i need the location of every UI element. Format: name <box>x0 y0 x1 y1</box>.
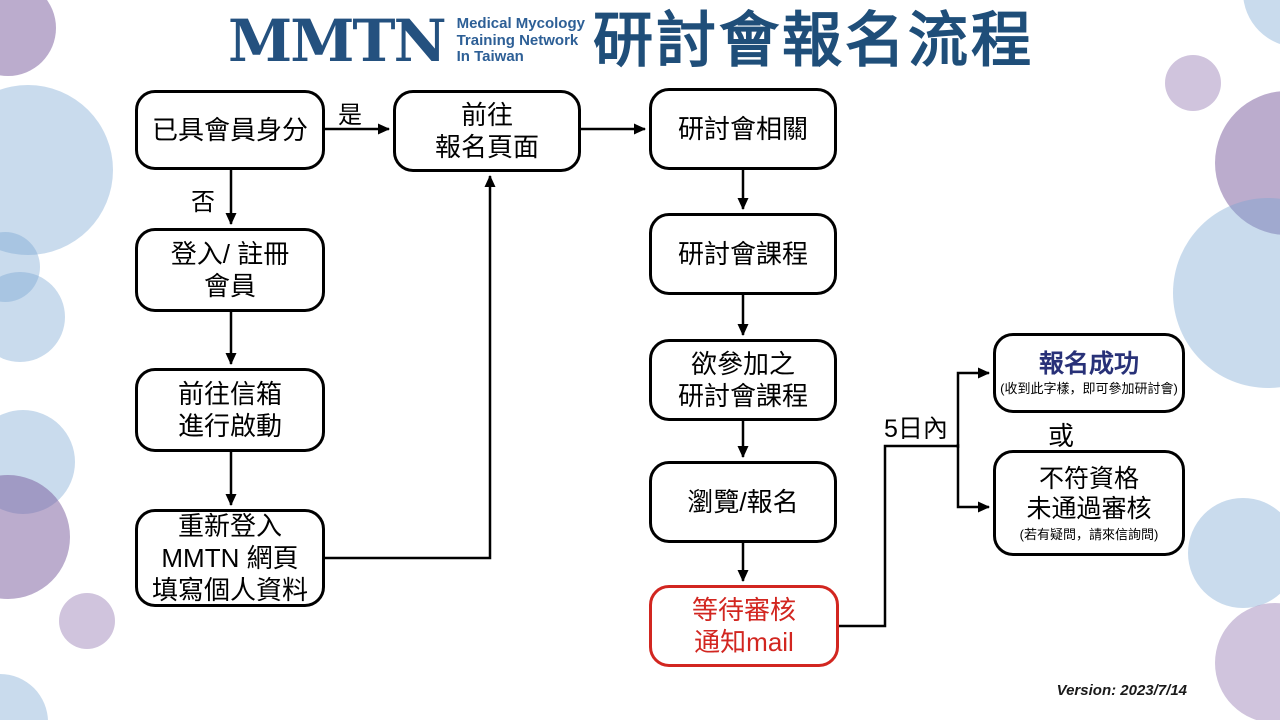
node-relogin-fill: 重新登入 MMTN 網頁 填寫個人資料 <box>135 509 325 607</box>
node-login-register-label: 登入/ 註冊 會員 <box>170 239 290 301</box>
node-login-register: 登入/ 註冊 會員 <box>135 228 325 312</box>
arrow-junction-to-success <box>956 367 990 448</box>
arrow-junction-to-fail <box>956 444 990 513</box>
node-wait-review: 等待審核 通知mail <box>649 585 839 667</box>
node-browse-register: 瀏覽/報名 <box>649 461 837 543</box>
page-title: 研討會報名流程 <box>593 7 1034 74</box>
node-wait-review-label: 等待審核 通知mail <box>691 595 796 657</box>
node-member-check: 已具會員身分 <box>135 90 325 170</box>
node-success-title: 報名成功 <box>1038 349 1139 378</box>
node-browse-register-label: 瀏覽/報名 <box>687 487 799 517</box>
decor-circle-blue-bottom-right <box>1188 498 1280 608</box>
label-within-5-days: 5日內 <box>884 415 948 443</box>
node-seminar-courses-label: 研討會課程 <box>677 239 808 269</box>
node-desired-courses-label: 欲參加之 研討會課程 <box>677 349 808 411</box>
version-text: Version: 2023/7/14 <box>1056 682 1187 699</box>
node-desired-courses: 欲參加之 研討會課程 <box>649 339 837 421</box>
label-no: 否 <box>191 189 215 216</box>
node-activate-mailbox: 前往信箱 進行啟動 <box>135 368 325 452</box>
connector-wait-to-junction <box>839 444 958 628</box>
decor-circle-lavender-bottom-left <box>59 593 115 649</box>
arrow-relogin-to-registration <box>325 175 496 560</box>
node-seminar-courses: 研討會課程 <box>649 213 837 295</box>
node-seminar-related-label: 研討會相關 <box>677 114 808 144</box>
node-not-qualified: 不符資格 未通過審核 (若有疑問，請來信詢問) <box>993 450 1185 556</box>
label-yes: 是 <box>338 102 362 129</box>
logo-subtitle: Medical Mycology Training Network In Tai… <box>456 15 585 66</box>
node-fail-title: 不符資格 未通過審核 <box>1026 464 1152 523</box>
node-registration-success: 報名成功 (收到此字樣，即可參加研討會) <box>993 333 1185 413</box>
node-goto-registration: 前往 報名頁面 <box>393 90 581 172</box>
logo-acronym: MMTN <box>228 7 447 75</box>
node-goto-registration-label: 前往 報名頁面 <box>434 100 539 162</box>
label-or: 或 <box>1048 421 1075 451</box>
node-fail-note: (若有疑問，請來信詢問) <box>1019 526 1159 542</box>
node-success-note: (收到此字樣，即可參加研討會) <box>1000 380 1178 396</box>
mmtn-logo: MMTN Medical Mycology Training Network I… <box>228 7 585 75</box>
node-member-check-label: 已具會員身分 <box>151 115 308 145</box>
node-seminar-related: 研討會相關 <box>649 88 837 170</box>
decor-circle-lavender-top-right <box>1165 55 1221 111</box>
node-activate-mailbox-label: 前往信箱 進行啟動 <box>177 379 282 441</box>
node-relogin-fill-label: 重新登入 MMTN 網頁 填寫個人資料 <box>151 511 308 605</box>
